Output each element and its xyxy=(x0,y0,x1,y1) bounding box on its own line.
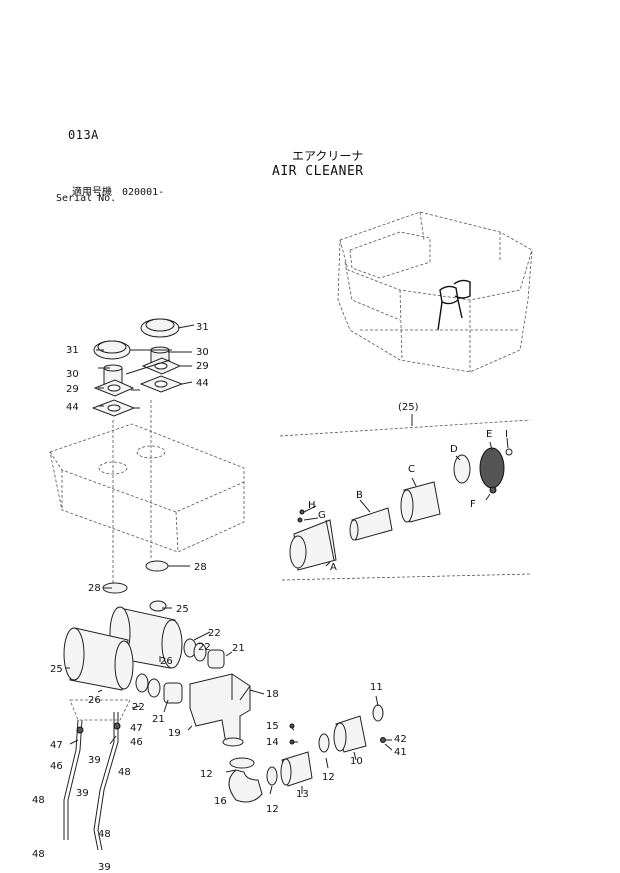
clamp-12-a xyxy=(229,757,255,769)
callout: 26 xyxy=(160,656,173,667)
cleaner-25-front xyxy=(63,627,85,681)
seal-D xyxy=(453,454,471,484)
serial-english: Serial No. xyxy=(56,193,117,204)
clamp-11 xyxy=(372,704,384,722)
callout: 21 xyxy=(152,714,165,725)
callout-letter: C xyxy=(408,464,415,475)
element-B xyxy=(351,507,393,541)
callout: 13 xyxy=(296,789,309,800)
callout: 48 xyxy=(98,829,111,840)
callout: 44 xyxy=(196,378,209,389)
callout: 42 xyxy=(394,734,407,745)
callout: 28 xyxy=(88,583,101,594)
left-top-column xyxy=(91,340,136,417)
callout-letter: G xyxy=(318,510,326,521)
callout: 46 xyxy=(130,737,143,748)
callout: 29 xyxy=(66,384,79,395)
callout-letter: D xyxy=(450,444,458,455)
callout: 15 xyxy=(266,721,279,732)
machine-locator-sketch xyxy=(337,211,533,373)
callout: 25 xyxy=(50,664,63,675)
callout: 46 xyxy=(50,761,63,772)
callout: 16 xyxy=(214,796,227,807)
clamp-12-c xyxy=(318,733,330,753)
callout: 30 xyxy=(66,369,79,380)
callout: 28 xyxy=(194,562,207,573)
callout: 22 xyxy=(198,642,211,653)
group-label: (25) xyxy=(398,402,419,413)
callout: 11 xyxy=(370,682,383,693)
elbow-16 xyxy=(228,769,263,803)
callout: 22 xyxy=(132,702,145,713)
hose-21-lower xyxy=(163,682,183,704)
callout: 47 xyxy=(130,723,143,734)
callout: 30 xyxy=(196,347,209,358)
clamp-12-b xyxy=(266,766,278,786)
callout-letter: B xyxy=(356,490,363,501)
valve-F xyxy=(489,486,497,494)
callout-letter: E xyxy=(486,429,492,440)
callout: 12 xyxy=(266,804,279,815)
callout: 14 xyxy=(266,737,279,748)
callout: 39 xyxy=(98,862,111,873)
page-code: 013A xyxy=(68,128,99,142)
air-cleaner-bodies xyxy=(63,600,183,691)
leader-lines xyxy=(66,324,509,795)
hose-21-upper xyxy=(207,649,225,669)
callout: 19 xyxy=(168,728,181,739)
drain-hoses xyxy=(63,699,131,851)
subassembly-25 xyxy=(279,419,531,581)
cover-E xyxy=(479,447,505,489)
pin-H xyxy=(299,509,305,515)
callout-letter: H xyxy=(308,500,316,511)
callout: 10 xyxy=(350,756,363,767)
callout: 41 xyxy=(394,747,407,758)
callout: 21 xyxy=(232,643,245,654)
callout: 12 xyxy=(322,772,335,783)
callout: 48 xyxy=(118,767,131,778)
callout: 12 xyxy=(200,769,213,780)
serial-japanese: 適用号機 020001- xyxy=(72,187,165,198)
callout: 48 xyxy=(32,795,45,806)
duct-18 xyxy=(189,673,251,747)
callout-labels: 31 30 29 44 31 30 29 44 28 28 25 25 26 2… xyxy=(32,322,508,873)
callout-letter: I xyxy=(505,429,508,440)
callout-letter: A xyxy=(330,562,337,573)
callout: 47 xyxy=(50,740,63,751)
hood-outline xyxy=(49,400,245,588)
callout: 18 xyxy=(266,689,279,700)
callout: 31 xyxy=(196,322,209,333)
title-english: AIR CLEANER xyxy=(272,164,364,179)
callout: 44 xyxy=(66,402,79,413)
callout-letter: F xyxy=(470,499,476,510)
callout: 39 xyxy=(76,788,89,799)
callout: 29 xyxy=(196,361,209,372)
callout: 31 xyxy=(66,345,79,356)
callout: 39 xyxy=(88,755,101,766)
right-top-column xyxy=(139,318,184,393)
callout: 22 xyxy=(208,628,221,639)
callout: 25 xyxy=(176,604,189,615)
pin-G xyxy=(297,517,303,523)
title-japanese: エアクリーナ xyxy=(292,149,364,163)
clamp-28-right xyxy=(145,560,169,572)
callout: 26 xyxy=(88,695,101,706)
callout: 48 xyxy=(32,849,45,860)
clip-I xyxy=(505,448,513,456)
